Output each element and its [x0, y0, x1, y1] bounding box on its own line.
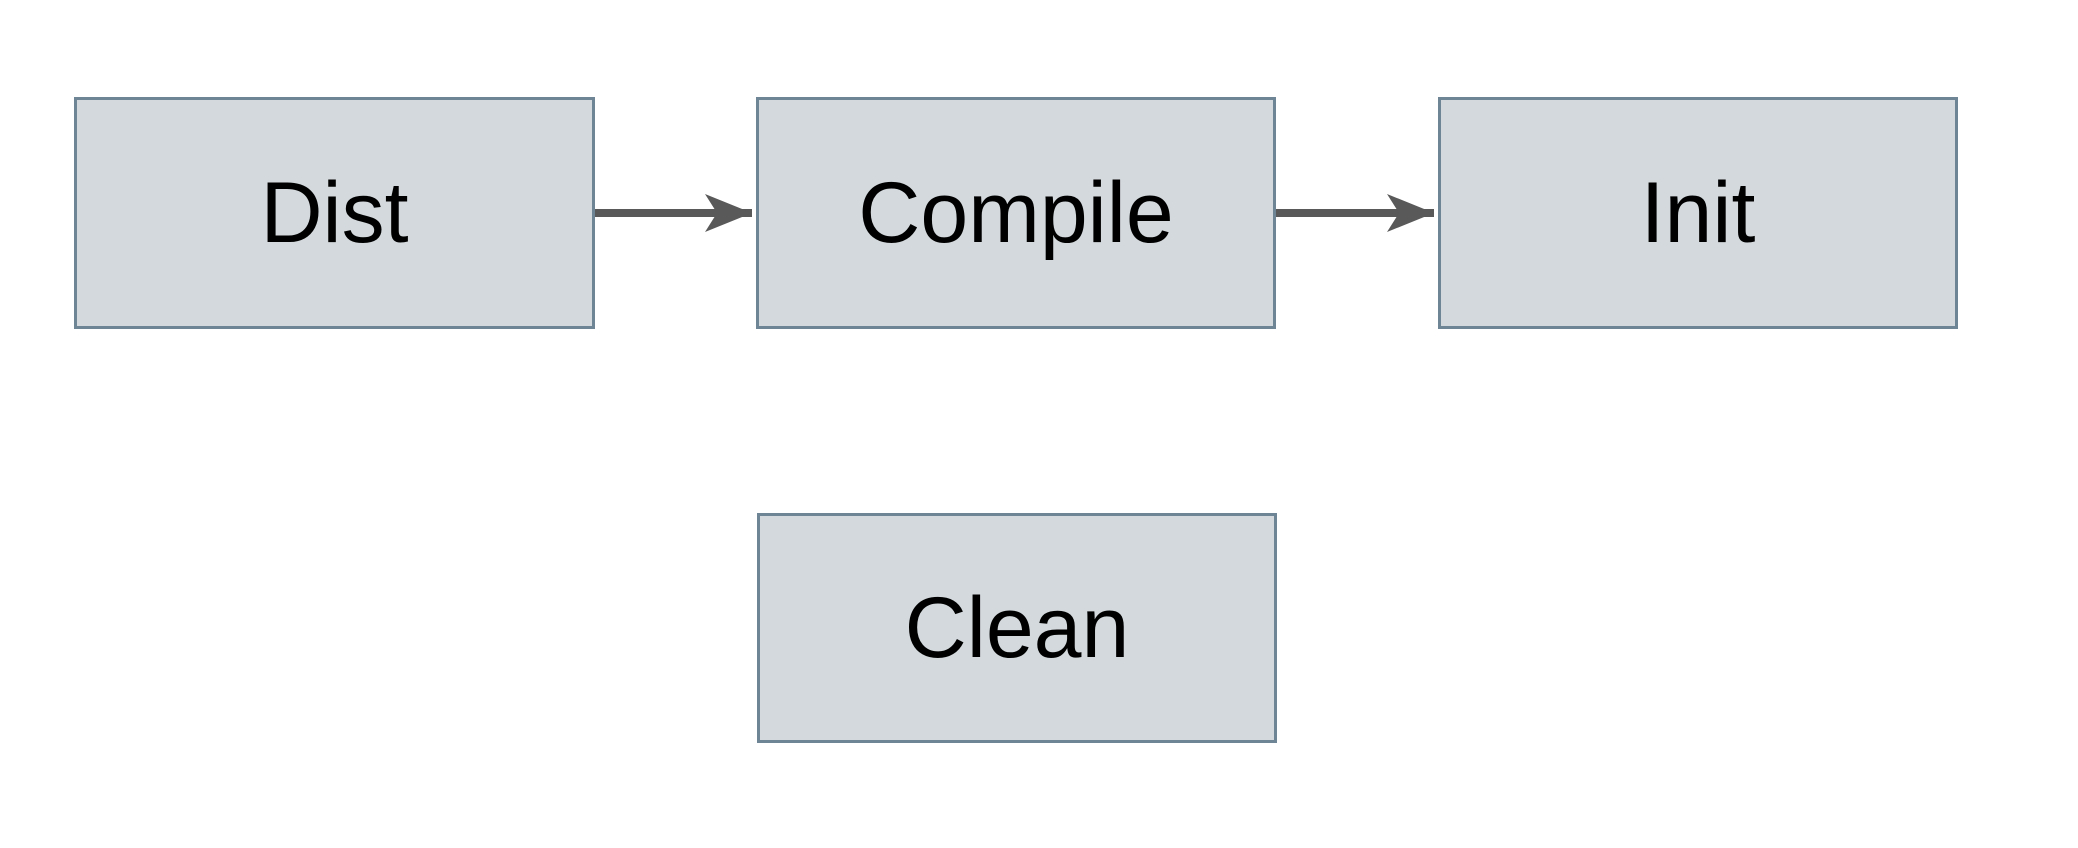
- node-dist[interactable]: Dist: [74, 97, 595, 329]
- node-clean[interactable]: Clean: [757, 513, 1277, 743]
- node-dist-label: Dist: [260, 165, 409, 261]
- node-compile-label: Compile: [858, 165, 1174, 261]
- node-init-label: Init: [1640, 165, 1756, 261]
- node-init[interactable]: Init: [1438, 97, 1958, 329]
- node-compile[interactable]: Compile: [756, 97, 1276, 329]
- node-clean-label: Clean: [904, 580, 1130, 676]
